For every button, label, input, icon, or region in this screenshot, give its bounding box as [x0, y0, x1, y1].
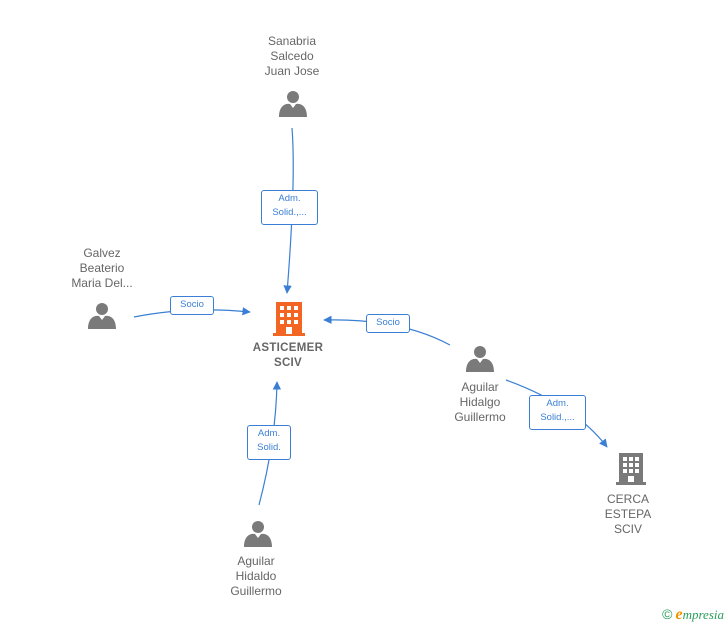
- building-icon: [616, 453, 646, 485]
- node-label-aguilar-right[interactable]: Aguilar Hidalgo Guillermo: [454, 380, 506, 424]
- node-label-sanabria[interactable]: Sanabria Salcedo Juan Jose: [264, 34, 320, 78]
- node-label-aguilar-bottom[interactable]: Aguilar Hidaldo Guillermo: [230, 554, 282, 598]
- person-icon: [279, 91, 307, 117]
- node-label-galvez[interactable]: Galvez Beaterio Maria Del...: [71, 246, 133, 290]
- node-label-asticemer[interactable]: ASTICEMER SCIV: [252, 342, 324, 369]
- node-label-cerca[interactable]: CERCA ESTEPA SCIV: [604, 492, 652, 536]
- person-icon: [88, 303, 116, 329]
- edge-label-galvez-socio[interactable]: Socio: [170, 296, 214, 315]
- person-icon: [244, 521, 272, 547]
- brand-initial: e: [675, 606, 683, 623]
- brand-logo: ©empresia: [662, 606, 724, 624]
- building-icon: [273, 302, 305, 336]
- person-icon: [466, 346, 494, 372]
- edge-label-sanabria-adm[interactable]: Adm. Solid.,...: [261, 190, 318, 225]
- brand-name: mpresia: [682, 607, 724, 622]
- copyright-icon: ©: [662, 606, 673, 622]
- edge-label-aguilar-socio[interactable]: Socio: [366, 314, 410, 333]
- edge-label-aguilar-adm[interactable]: Adm. Solid.,...: [529, 395, 586, 430]
- edge-label-bottom-adm[interactable]: Adm. Solid.: [247, 425, 291, 460]
